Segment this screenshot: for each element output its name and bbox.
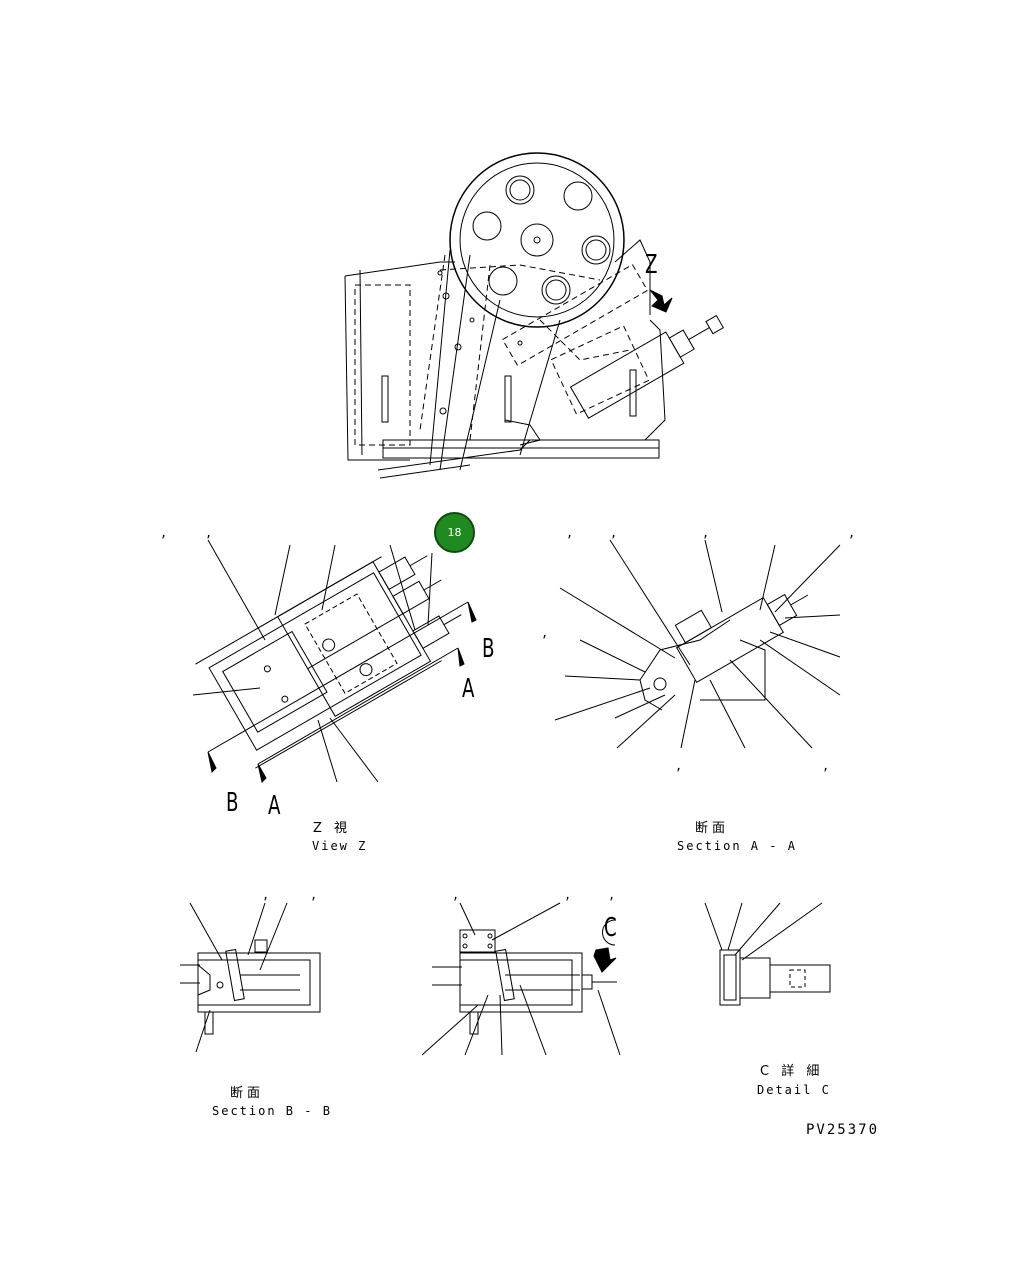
- view-z-arrow: [650, 290, 672, 312]
- view-z: [193, 537, 476, 782]
- comma-mark: ,: [564, 888, 574, 902]
- section-a-caption-jp: 断面: [695, 821, 730, 836]
- comma-mark: ,: [160, 526, 170, 540]
- section-a-a: [555, 540, 840, 748]
- section-c-view: [422, 903, 620, 1055]
- view-z-b-marker-bottom: B: [226, 788, 239, 818]
- section-b-caption-en: Section B - B: [212, 1104, 332, 1118]
- detail-c: [705, 903, 830, 1005]
- view-z-caption-jp: Z 視: [313, 821, 352, 836]
- section-a-caption-en: Section A - A: [677, 839, 797, 853]
- section-b-caption-jp: 断面: [230, 1086, 265, 1101]
- callout-badge[interactable]: 18: [434, 512, 475, 553]
- comma-mark: ,: [541, 626, 551, 640]
- z-marker: Z: [645, 250, 658, 280]
- detail-c-caption-en: Detail C: [757, 1083, 831, 1097]
- comma-mark: ,: [675, 759, 685, 773]
- main-view: [345, 153, 729, 478]
- section-b-b: [180, 903, 320, 1052]
- view-z-a-marker-bottom: A: [268, 791, 281, 821]
- comma-mark: ,: [310, 888, 320, 902]
- view-z-b-marker-right: B: [482, 634, 495, 664]
- detail-c-caption-jp: C 詳 細: [760, 1064, 824, 1079]
- comma-mark: ,: [702, 526, 712, 540]
- flywheel-hub: [521, 224, 553, 256]
- comma-mark: ,: [822, 759, 832, 773]
- comma-mark: ,: [610, 526, 620, 540]
- comma-mark: ,: [452, 888, 462, 902]
- view-z-caption-en: View Z: [312, 839, 368, 853]
- comma-mark: ,: [205, 526, 215, 540]
- drawing-number: PV25370: [806, 1122, 880, 1138]
- view-z-a-marker-right: A: [462, 674, 475, 704]
- comma-mark: ,: [608, 888, 618, 902]
- flywheel: [450, 153, 624, 327]
- comma-mark: ,: [566, 526, 576, 540]
- detail-c-marker: C: [604, 913, 617, 943]
- comma-mark: ,: [262, 888, 272, 902]
- comma-mark: ,: [848, 526, 858, 540]
